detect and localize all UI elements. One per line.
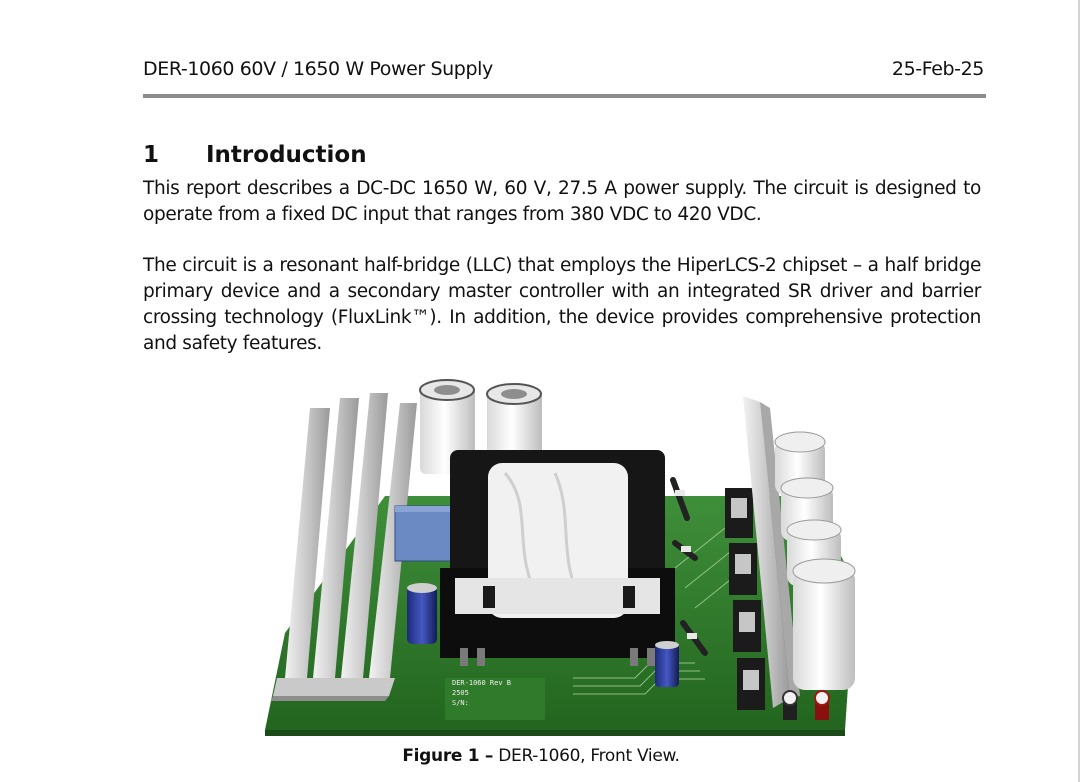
mosfet-array: [725, 488, 765, 710]
output-capacitors: [774, 431, 856, 690]
figure-caption: Figure 1 – DER-1060, Front View.: [0, 746, 1082, 766]
board-illustration: DER-1060 Rev B 2505 S/N:: [265, 379, 856, 736]
intro-paragraph-1: This report describes a DC-DC 1650 W, 60…: [143, 178, 981, 225]
heatsink-left: [271, 393, 417, 701]
electrolytic-caps: [407, 583, 679, 687]
section-heading: 1 Introduction: [143, 142, 367, 168]
heatsink-right: [743, 396, 790, 708]
header-doc-title: DER-1060 60V / 1650 W Power Supply: [143, 58, 493, 80]
silkscreen-date-code: 2505: [452, 689, 469, 697]
figure-caption-text: DER-1060, Front View.: [493, 746, 680, 766]
board-photo: DER-1060 Rev B 2505 S/N:: [255, 378, 865, 740]
figure-caption-lead: Figure 1 –: [402, 746, 494, 766]
header-divider: [143, 94, 986, 98]
silkscreen-serial: S/N:: [452, 699, 469, 707]
section-title: Introduction: [206, 142, 367, 168]
transformer: [440, 450, 675, 666]
film-capacitor: [394, 505, 456, 562]
intro-paragraph-2: The circuit is a resonant half-bridge (L…: [143, 255, 981, 354]
page-edge-rule: [1078, 0, 1080, 782]
section-number: 1: [143, 142, 160, 168]
output-terminals: [782, 690, 830, 720]
header-date: 25-Feb-25: [891, 58, 985, 80]
silkscreen-board-name: DER-1060 Rev B: [452, 679, 511, 687]
